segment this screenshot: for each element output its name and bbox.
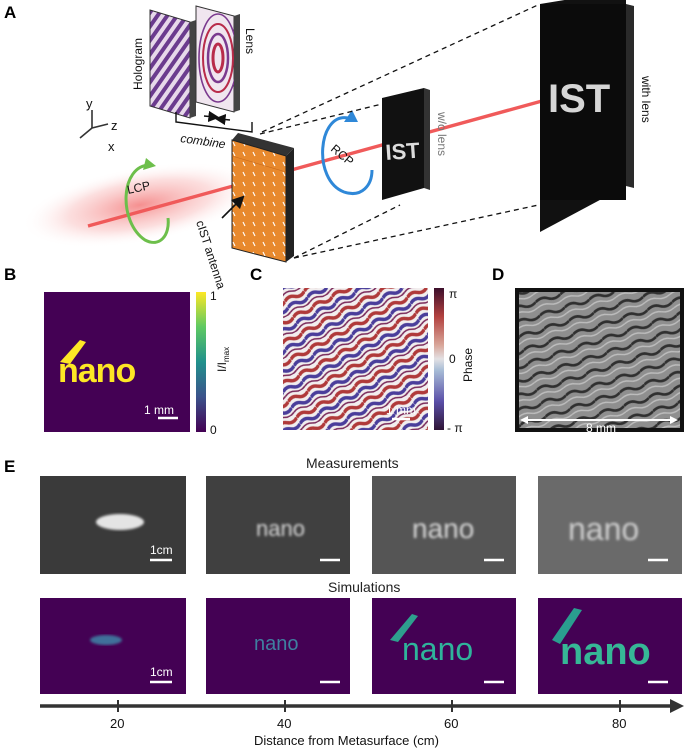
axis-x-label: x (108, 139, 115, 154)
panel-label-d: D (492, 265, 504, 284)
tick-60: 60 (444, 716, 458, 731)
simulation-40-text: nano (254, 633, 299, 655)
panel-c: C 1 mm π 0 - π Phase (250, 265, 475, 435)
laser-beam (87, 83, 601, 228)
simulations-title: Simulations (328, 579, 400, 595)
tick-20: 20 (110, 716, 124, 731)
cbar-mid-c: 0 (449, 352, 456, 366)
simulation-80-text: nano (560, 631, 651, 673)
cbar-top-b: 1 (210, 289, 217, 303)
lens-plate: Lens (195, 5, 257, 113)
tick-80: 80 (612, 716, 626, 731)
measurement-80-text: nano (568, 511, 639, 547)
panel-b: B nano 1 mm 1 0 I/Imax (4, 265, 231, 437)
cbar-bottom-c: - π (447, 421, 463, 435)
distance-axis: 20 40 60 80 Distance from Metasurface (c… (40, 699, 684, 748)
measurement-60cm (372, 476, 516, 574)
panel-e: E Measurements 1cm nano nano nano Simula… (4, 455, 684, 748)
simulation-80cm (538, 598, 682, 694)
measurement-40-text: nano (256, 516, 305, 541)
phase-colorbar (434, 288, 444, 430)
lcp-label: LCP (126, 178, 152, 197)
image-wo-lens: IST w/o lens (382, 88, 449, 200)
distance-axis-title: Distance from Metasurface (cm) (254, 733, 439, 748)
hologram-photo (517, 290, 682, 430)
rcp-label: RCP (328, 142, 356, 169)
simulation-60-text: nano (402, 631, 473, 667)
axis-z-label: z (111, 118, 118, 133)
scale-label-e: 1cm (150, 543, 173, 557)
simulation-20cm (40, 598, 186, 694)
combine-bracket: combine (175, 110, 253, 151)
projection-lines-small (259, 101, 401, 259)
panel-label-b: B (4, 265, 16, 284)
panel-label-e: E (4, 457, 15, 476)
beam-glow (21, 162, 259, 248)
simulation-60cm (372, 598, 516, 694)
ist-text-large: IST (548, 77, 610, 121)
wo-lens-label: w/o lens (435, 111, 449, 156)
panel-label-a: A (4, 3, 16, 22)
image-with-lens: IST with lens (540, 0, 653, 232)
tick-40: 40 (277, 716, 291, 731)
lens-label: Lens (243, 28, 257, 54)
hologram-plate: Hologram (131, 9, 196, 119)
intensity-colorbar (196, 292, 206, 432)
simulation-row: 1cm nano nano nano (40, 598, 682, 694)
panel-label-c: C (250, 265, 262, 284)
measurement-row: 1cm nano nano nano (40, 476, 682, 574)
with-lens-label: with lens (639, 75, 653, 123)
cbar-bottom-b: 0 (210, 423, 217, 437)
scale-label-e-sim: 1cm (150, 665, 173, 679)
measurements-title: Measurements (306, 455, 399, 471)
scale-label-c: 1 mm (386, 403, 416, 417)
measurement-40cm (206, 476, 350, 574)
coordinate-axes (79, 110, 109, 139)
cbar-label-c: Phase (461, 348, 475, 382)
scale-label-b: 1 mm (144, 403, 174, 417)
combine-label: combine (180, 131, 227, 151)
rcp-rotation-icon: RCP (321, 110, 374, 195)
measurement-60-text: nano (412, 513, 474, 544)
panel-a: A Hologram Lens combi (4, 0, 653, 291)
axis-y-label: y (86, 96, 93, 111)
simulation-40cm (206, 598, 350, 694)
scale-label-d: 8 mm (586, 421, 616, 435)
lcp-rotation-icon: LCP (124, 158, 170, 244)
panel-d: D 8 mm (492, 265, 684, 435)
cbar-top-c: π (449, 287, 457, 301)
measurement-80cm (538, 476, 682, 574)
hologram-label: Hologram (131, 38, 145, 90)
axis-arrow-icon (670, 699, 684, 713)
nano-image-text: nano (58, 352, 135, 390)
phase-map (283, 288, 428, 430)
ist-text-small: IST (385, 138, 421, 165)
nano-logo-icon (60, 340, 86, 364)
antenna-label: cIST antenna (193, 219, 228, 291)
cbar-label-b: I/Imax (215, 347, 231, 372)
